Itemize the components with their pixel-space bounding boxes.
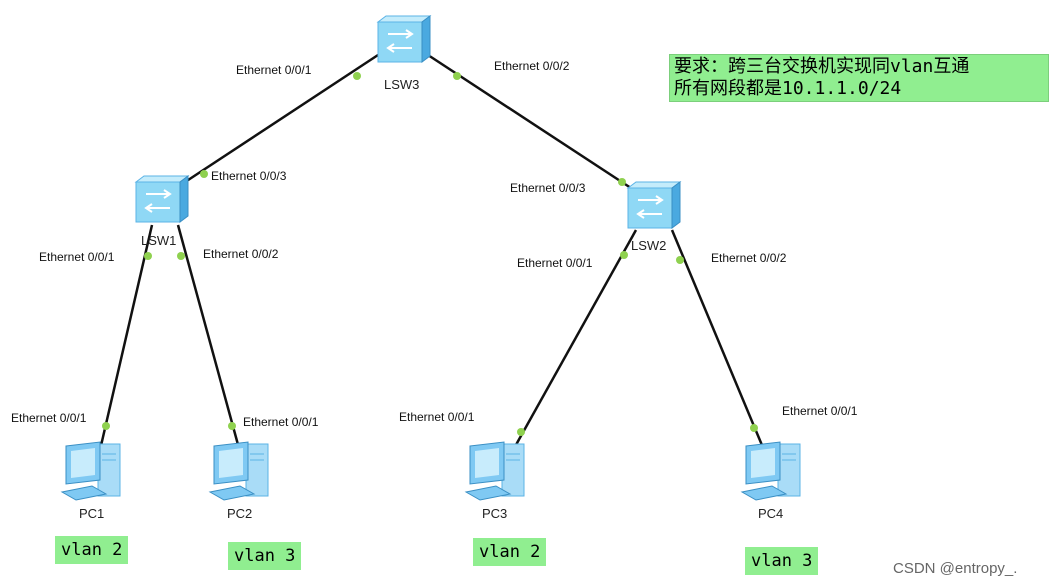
- switch-icon: [135, 175, 189, 223]
- switch-lsw1[interactable]: [135, 175, 189, 223]
- switch-icon: [377, 15, 431, 63]
- port-label: Ethernet 0/0/2: [711, 251, 787, 265]
- port-dot: [228, 422, 236, 430]
- watermark: CSDN @entropy_.: [893, 560, 1018, 577]
- pc-pc4[interactable]: [741, 441, 801, 501]
- port-label: Ethernet 0/0/1: [517, 256, 593, 270]
- port-labels: Ethernet 0/0/1 Ethernet 0/0/3 Ethernet 0…: [11, 59, 858, 429]
- switch-label-lsw1: LSW1: [141, 233, 176, 248]
- vlan-tag-pc1: vlan 2: [55, 536, 129, 564]
- port-dot: [676, 256, 684, 264]
- port-dot: [200, 170, 208, 178]
- switch-label-lsw2: LSW2: [631, 238, 666, 253]
- port-label: Ethernet 0/0/1: [399, 410, 475, 424]
- port-dot: [618, 178, 626, 186]
- link-lsw1-pc1: [98, 224, 154, 451]
- pc-label-pc4: PC4: [758, 506, 783, 521]
- pc-pc2[interactable]: [209, 441, 269, 501]
- pc-icon: [741, 441, 801, 501]
- port-dot: [517, 428, 525, 436]
- port-dot: [102, 422, 110, 430]
- port-dot: [177, 252, 185, 260]
- requirement-note: 要求：跨三台交换机实现同vlan互通 所有网段都是10.1.1.0/24: [669, 54, 1049, 102]
- pc-icon: [465, 441, 525, 501]
- port-label: Ethernet 0/0/2: [494, 59, 570, 73]
- port-label: Ethernet 0/0/2: [203, 247, 279, 261]
- switch-lsw2[interactable]: [627, 181, 681, 229]
- links-layer: [98, 53, 766, 453]
- port-label: Ethernet 0/0/1: [243, 415, 319, 429]
- link-lsw2-pc4: [670, 229, 766, 451]
- link-lsw2-pc3: [510, 229, 638, 453]
- pc-pc3[interactable]: [465, 441, 525, 501]
- port-dots: [102, 72, 758, 436]
- link-lsw1-pc2: [176, 224, 242, 453]
- link-lsw3-lsw2: [427, 53, 635, 192]
- switch-label-lsw3: LSW3: [384, 77, 419, 92]
- switch-icon: [627, 181, 681, 229]
- port-label: Ethernet 0/0/3: [510, 181, 586, 195]
- pc-pc1[interactable]: [61, 441, 121, 501]
- pc-label-pc1: PC1: [79, 506, 104, 521]
- port-dot: [620, 251, 628, 259]
- vlan-tag-pc4: vlan 3: [745, 547, 819, 575]
- port-label: Ethernet 0/0/1: [39, 250, 115, 264]
- port-label: Ethernet 0/0/1: [782, 404, 858, 418]
- port-label: Ethernet 0/0/1: [11, 411, 87, 425]
- link-lsw3-lsw1: [175, 53, 379, 190]
- port-dot: [144, 252, 152, 260]
- switch-lsw3[interactable]: [377, 15, 431, 63]
- port-dot: [750, 424, 758, 432]
- pc-label-pc3: PC3: [482, 506, 507, 521]
- port-dot: [453, 72, 461, 80]
- port-dot: [353, 72, 361, 80]
- vlan-tag-pc3: vlan 2: [473, 538, 547, 566]
- requirement-line-2: 所有网段都是10.1.1.0/24: [674, 78, 902, 99]
- port-label: Ethernet 0/0/1: [236, 63, 312, 77]
- pc-icon: [209, 441, 269, 501]
- port-label: Ethernet 0/0/3: [211, 169, 287, 183]
- pc-icon: [61, 441, 121, 501]
- vlan-tag-pc2: vlan 3: [228, 542, 302, 570]
- pc-label-pc2: PC2: [227, 506, 252, 521]
- requirement-line-1: 要求：跨三台交换机实现同vlan互通: [674, 56, 970, 77]
